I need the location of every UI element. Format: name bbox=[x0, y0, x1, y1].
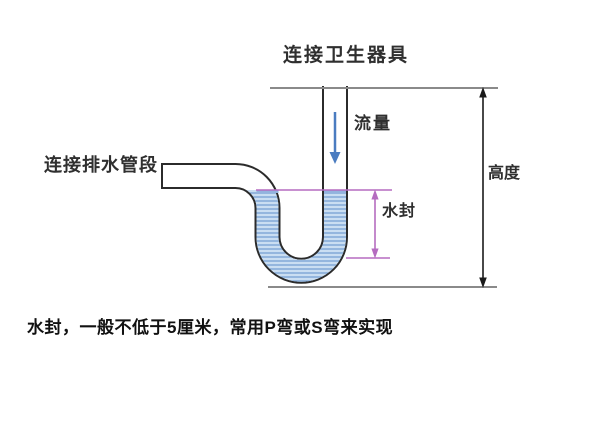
trap-pipe-interior bbox=[163, 83, 346, 282]
height-arrowhead-down-icon bbox=[479, 277, 487, 288]
flow-down-arrow-head bbox=[329, 152, 341, 164]
water-surface-band-left bbox=[256, 190, 279, 193]
height-label: 高度 bbox=[488, 165, 521, 182]
fixture-connection-label: 连接卫生器具 bbox=[283, 45, 410, 66]
water-surface-band-right bbox=[324, 190, 346, 193]
water-hatch bbox=[246, 190, 346, 282]
water-fill bbox=[246, 190, 346, 282]
height-arrowhead-up-icon bbox=[479, 87, 487, 98]
flow-label: 流量 bbox=[354, 114, 392, 133]
seal-arrowhead-down-icon bbox=[371, 248, 379, 259]
water-seal-label: 水封 bbox=[382, 203, 417, 220]
caption-text: 水封，一般不低于5厘米，常用P弯或S弯来实现 bbox=[27, 318, 394, 337]
drain-connection-label: 连接排水管段 bbox=[44, 155, 158, 175]
seal-arrowhead-up-icon bbox=[371, 189, 379, 200]
